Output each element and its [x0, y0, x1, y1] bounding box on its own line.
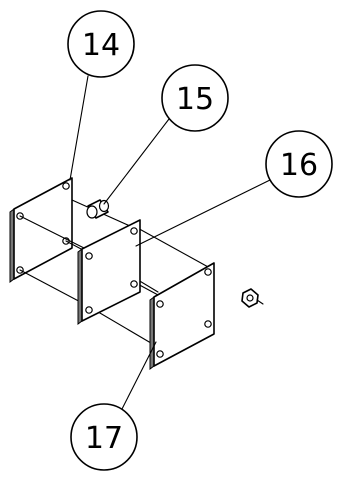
nut-fastener: [241, 288, 264, 308]
callout-15-label: 15: [176, 82, 214, 117]
plate-17: [149, 262, 215, 370]
frame-rails: [19, 199, 211, 347]
callout-14: 14: [67, 10, 135, 181]
callout-15: 15: [103, 64, 229, 205]
callout-17: 17: [70, 341, 157, 471]
spacer-15: [86, 199, 110, 219]
callout-16: 16: [135, 130, 333, 247]
callout-16-label: 16: [280, 148, 318, 183]
plate-16: [77, 219, 141, 325]
plate-14: [9, 177, 73, 283]
callout-17-label: 17: [85, 421, 123, 456]
callout-14-label: 14: [82, 28, 120, 63]
